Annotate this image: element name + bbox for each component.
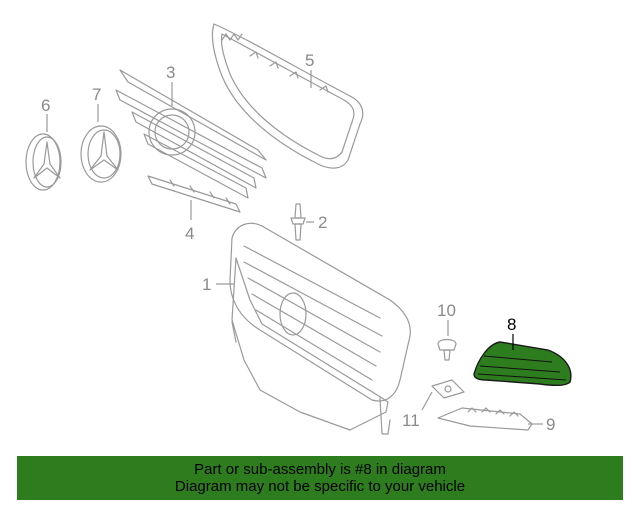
- callout-7: 7: [92, 85, 101, 104]
- part-1-main-grille-assembly: [229, 222, 411, 435]
- banner-line-part-number: Part or sub-assembly is #8 in diagram: [194, 461, 446, 478]
- callout-1: 1: [202, 275, 211, 294]
- callout-11: 11: [402, 411, 420, 430]
- callout-4: 4: [185, 224, 194, 243]
- callout-9: 9: [546, 415, 555, 434]
- part-6-star-emblem: [25, 133, 62, 191]
- callout-6: 6: [41, 96, 50, 115]
- callout-5: 5: [305, 51, 314, 70]
- part-8-highlighted-molding: [473, 341, 572, 387]
- part-info-banner: Part or sub-assembly is #8 in diagram Di…: [17, 456, 623, 500]
- part-10-bolt: [437, 338, 457, 361]
- callout-8: 8: [507, 315, 516, 334]
- callout-10: 10: [437, 301, 456, 320]
- parts-diagram: 6 7 3 5 2 4 1 10 8 11 9: [25, 23, 572, 435]
- part-11-bracket: [431, 379, 465, 399]
- callout-3: 3: [166, 63, 175, 82]
- banner-line-disclaimer: Diagram may not be specific to your vehi…: [174, 478, 466, 495]
- leader-lines: [46, 70, 543, 425]
- part-9-lower-trim: [437, 407, 533, 431]
- part-5-upper-grille-frame: [211, 23, 364, 169]
- part-3-grille-assembly: [115, 69, 267, 199]
- part-7-emblem: [80, 125, 122, 183]
- callout-2: 2: [318, 213, 327, 232]
- part-2-push-pin: [290, 203, 306, 241]
- part-4-trim-strip: [147, 175, 241, 213]
